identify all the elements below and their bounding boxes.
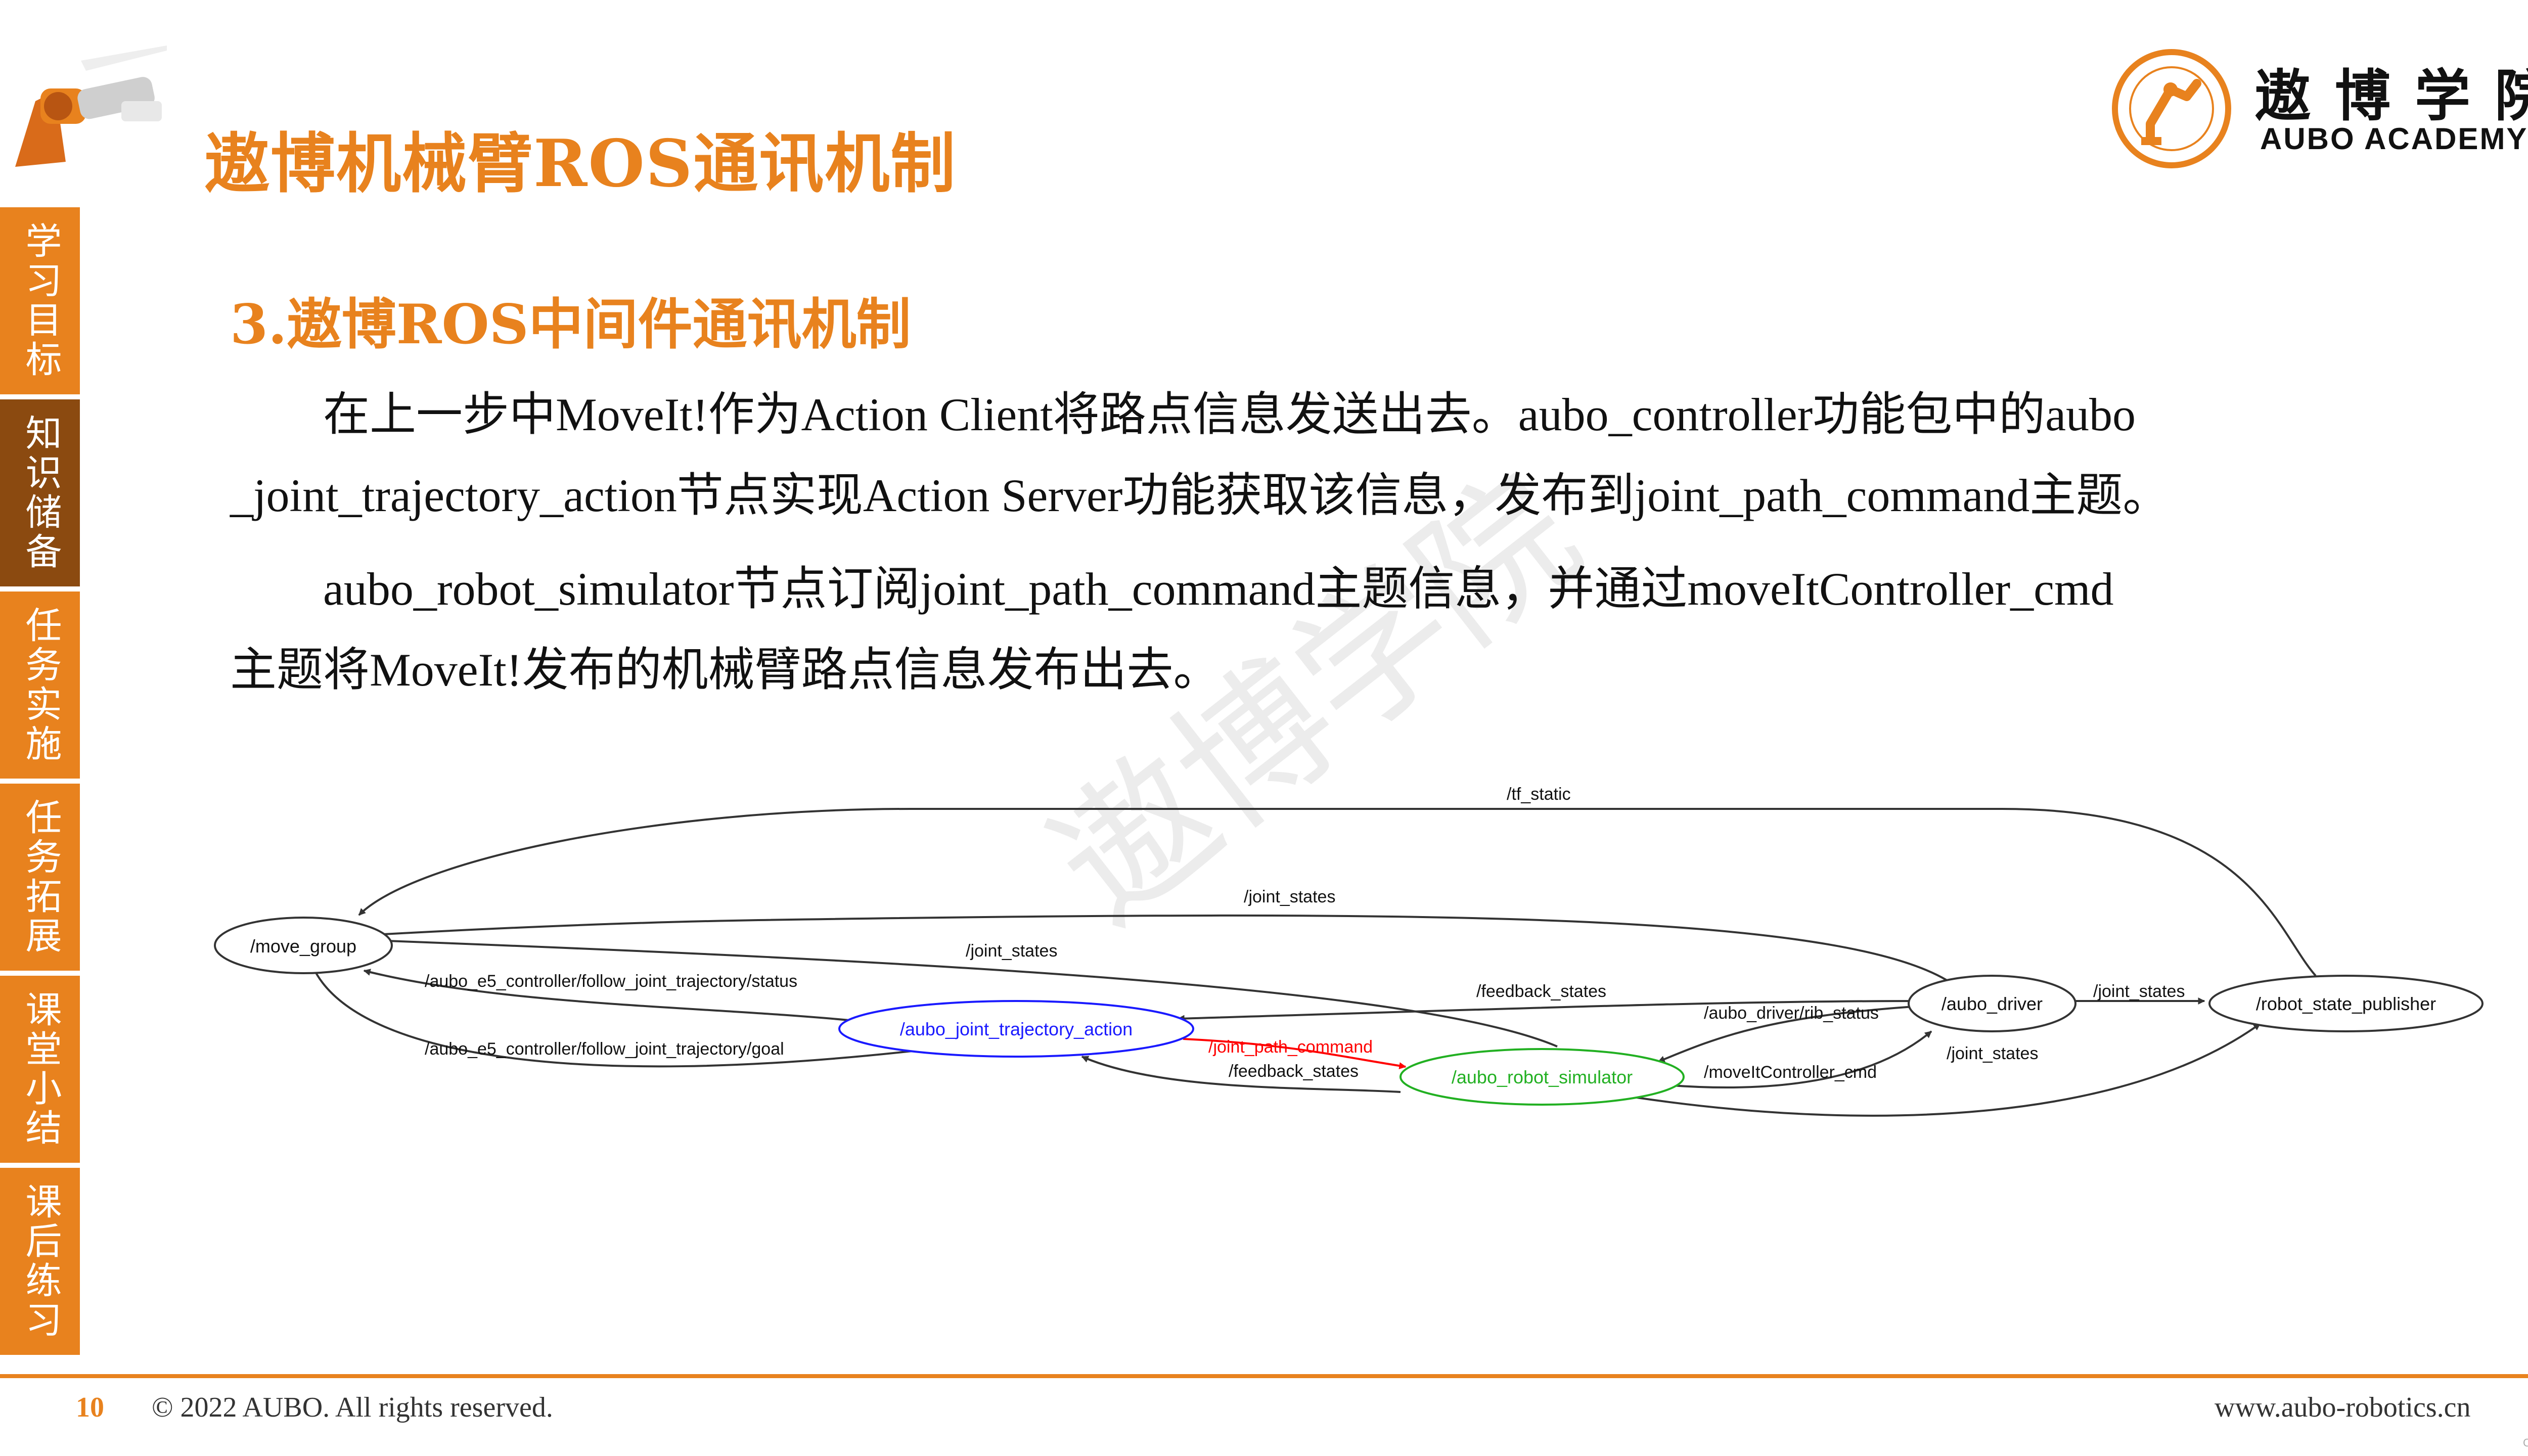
node-move-group: /move_group [215, 918, 392, 973]
website-link[interactable]: www.aubo-robotics.cn [2215, 1391, 2470, 1424]
edge-label: /aubo_e5_controller/follow_joint_traject… [425, 972, 797, 991]
section-title: 3.遨博ROS中间件通讯机制 [230, 281, 911, 359]
node-label: /aubo_joint_trajectory_action [900, 1019, 1133, 1039]
corner-watermark: CSDN @遨博学院 [2523, 1435, 2528, 1449]
node-label: /robot_state_publisher [2256, 993, 2436, 1014]
paragraph-line: aubo_robot_simulator节点订阅joint_path_comma… [230, 549, 2455, 629]
node-traj-action: /aubo_joint_trajectory_action [839, 1001, 1193, 1057]
sidebar-item-task-extension[interactable]: 任务拓展 [0, 784, 81, 971]
sidebar-item-exercises[interactable]: 课后练习 [0, 1168, 81, 1355]
footer-divider [0, 1374, 2528, 1378]
sidebar-item-label: 课后练习 [22, 1182, 59, 1340]
sidebar-item-summary[interactable]: 课堂小结 [0, 976, 81, 1163]
paragraph-line: 主题将MoveIt!发布的机械臂路点信息发布出去。 [230, 629, 2455, 710]
edge-label: /joint_path_command [1208, 1037, 1373, 1057]
page-number: 10 [76, 1391, 104, 1424]
paragraph-line: 在上一步中MoveIt!作为Action Client将路点信息发送出去。aub… [230, 374, 2455, 455]
edge-label: /joint_states [1244, 887, 1335, 906]
edge-label: /aubo_e5_controller/follow_joint_traject… [425, 1039, 784, 1059]
slide-title: 遨博机械臂ROS通讯机制 [205, 111, 956, 205]
edge-label: /aubo_driver/rib_status [1704, 1004, 1879, 1023]
edge-label: /joint_states [966, 941, 1057, 961]
ros-node-graph: /move_group /aubo_joint_trajectory_actio… [202, 768, 2508, 1193]
sidebar-item-label: 知识储备 [22, 414, 59, 572]
edge-label: /moveItController_cmd [1704, 1063, 1877, 1082]
sidebar-item-knowledge[interactable]: 知识储备 [0, 399, 81, 586]
edge-label: /tf_static [1507, 785, 1571, 804]
node-label: /aubo_robot_simulator [1452, 1067, 1633, 1087]
robot-arm-icon [5, 40, 172, 172]
sidebar-item-label: 课堂小结 [22, 990, 59, 1148]
sidebar-item-learning-goals[interactable]: 学习目标 [0, 207, 81, 394]
sidebar-item-label: 学习目标 [22, 222, 59, 380]
copyright-text: © 2022 AUBO. All rights reserved. [152, 1391, 553, 1424]
node-robot-state-publisher: /robot_state_publisher [2209, 976, 2482, 1031]
node-simulator: /aubo_robot_simulator [1401, 1049, 1684, 1105]
aubo-logo-icon [2111, 48, 2232, 169]
node-label: /aubo_driver [1942, 993, 2043, 1014]
node-driver: /aubo_driver [1909, 976, 2075, 1031]
node-label: /move_group [250, 936, 356, 957]
edge-label: /feedback_states [1229, 1062, 1359, 1081]
sidebar-item-label: 任务实施 [22, 606, 59, 764]
edge-label: /joint_states [2093, 982, 2185, 1001]
edge-label: /feedback_states [1476, 982, 1606, 1001]
edge-labels: /tf_static /joint_states /joint_states /… [425, 785, 2185, 1082]
paragraph-line: _joint_trajectory_action节点实现Action Serve… [230, 455, 2455, 536]
sidebar-item-label: 任务拓展 [22, 798, 59, 956]
sidebar-item-task-implementation[interactable]: 任务实施 [0, 592, 81, 779]
edge-label: /joint_states [1947, 1044, 2038, 1063]
brand-subtitle: AUBO ACADEMY [2260, 121, 2528, 156]
brand-name: 遨博学院 [2255, 51, 2528, 131]
